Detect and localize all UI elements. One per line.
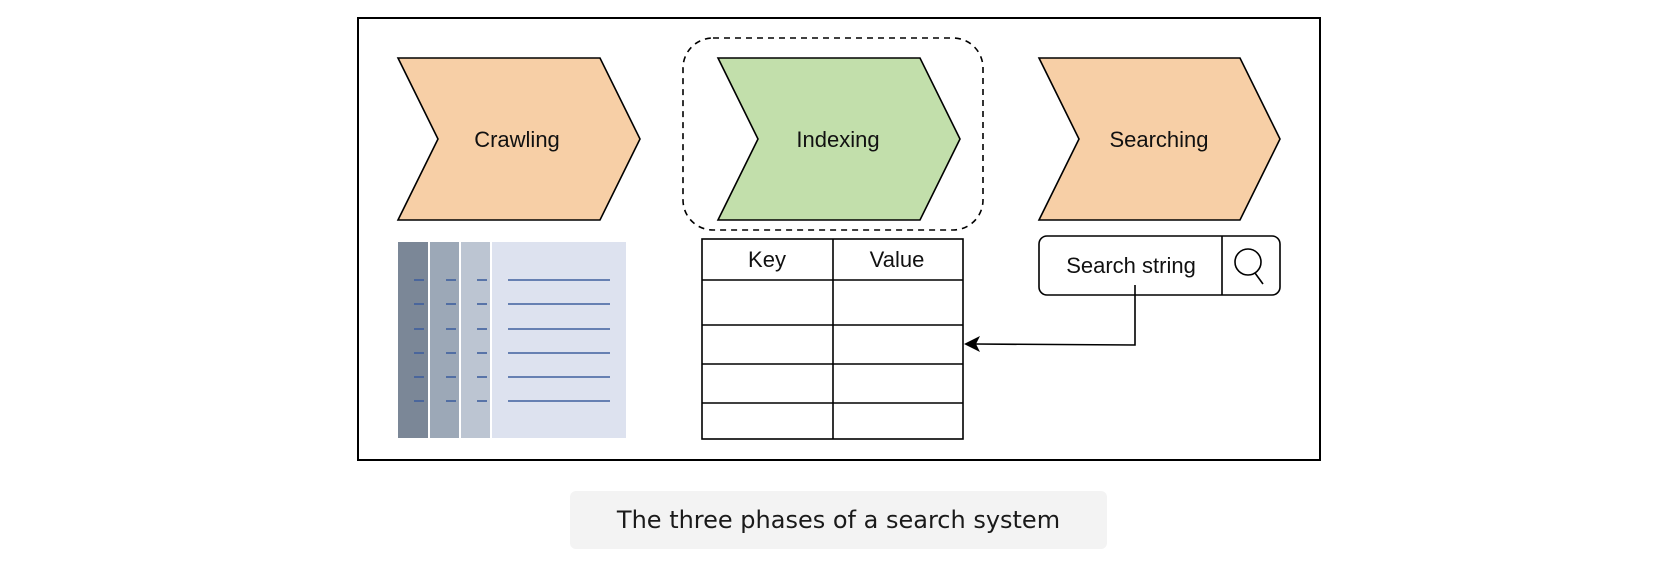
chevron-shape	[1037, 57, 1281, 221]
documents-icon	[398, 242, 626, 438]
table-header-value: Value	[870, 247, 925, 272]
chevron-shape	[396, 57, 641, 221]
phase-label: Crawling	[474, 127, 560, 152]
search-input-text[interactable]: Search string	[1066, 253, 1196, 278]
indexing-highlight	[682, 37, 984, 231]
phase-label: Searching	[1109, 127, 1208, 152]
table-header-key: Key	[748, 247, 786, 272]
phase-crawling: Crawling	[396, 57, 641, 221]
search-icon[interactable]	[1234, 248, 1264, 285]
phase-label: Indexing	[796, 127, 879, 152]
index-table	[701, 238, 964, 440]
phase-indexing: Indexing	[716, 57, 961, 221]
phase-searching: Searching	[1037, 57, 1281, 221]
figure-caption: The three phases of a search system	[570, 491, 1107, 549]
search-box[interactable]: Search string	[1038, 235, 1281, 296]
chevron-shape	[716, 57, 961, 221]
lookup-arrow	[964, 285, 1136, 352]
